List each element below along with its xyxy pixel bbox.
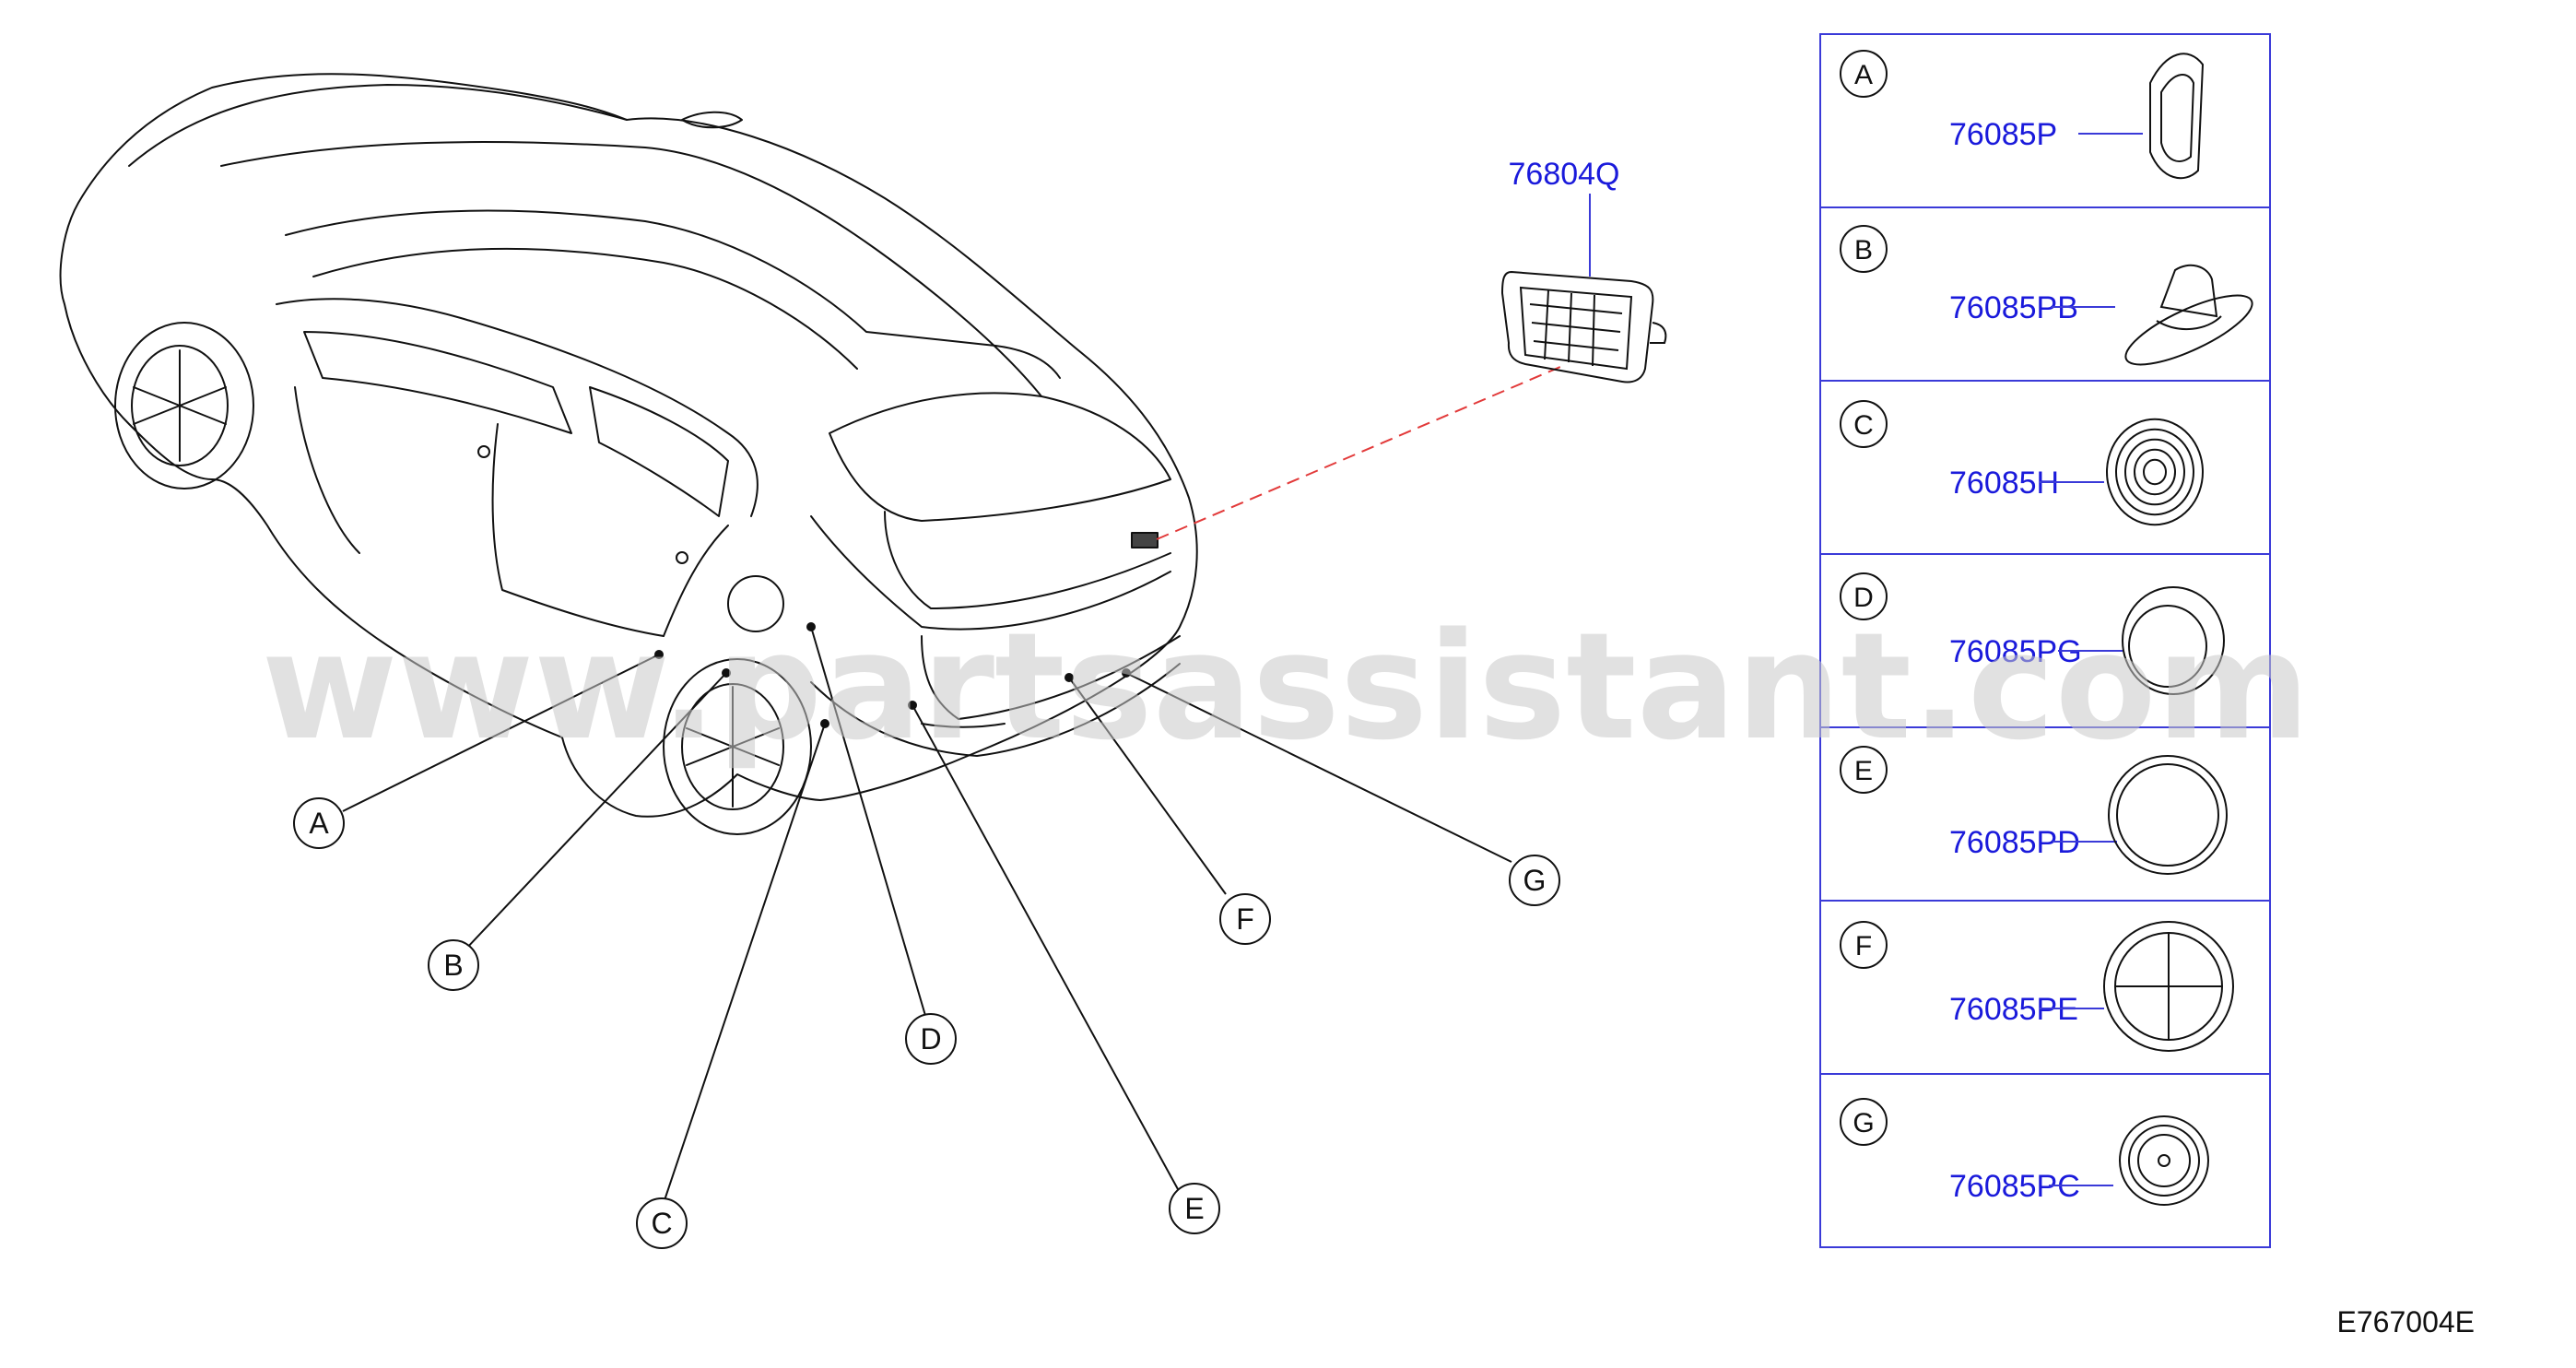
legend-letter-circle xyxy=(1840,50,1888,98)
callout-letter: B xyxy=(443,949,463,982)
callout-f[interactable]: F xyxy=(1219,893,1271,945)
callout-letter: C xyxy=(651,1207,672,1240)
diagram-code: E767004E xyxy=(2337,1305,2475,1339)
callout-circle xyxy=(293,797,345,849)
main-part-group: 76804Q xyxy=(1156,157,1667,540)
legend-part-number[interactable]: 76085P xyxy=(1949,117,2057,152)
callout-d[interactable]: D xyxy=(905,1013,957,1065)
legend-letter-circle xyxy=(1840,1098,1888,1146)
callout-letter: F xyxy=(1236,902,1254,936)
callout-circle xyxy=(1219,893,1271,945)
callout-b[interactable]: B xyxy=(428,939,479,991)
grommet-side-icon xyxy=(2149,53,2205,180)
legend-border xyxy=(1819,33,2271,1248)
plug-round-icon xyxy=(2122,586,2225,695)
dashed-leader-line xyxy=(1156,363,1568,540)
callout-circle xyxy=(1509,855,1560,906)
legend-row-a: A 76085P xyxy=(1840,50,2205,180)
legend-letter: D xyxy=(1853,583,1874,613)
legend-letter-circle xyxy=(1840,225,1888,273)
callout-letter: G xyxy=(1523,864,1547,897)
plug-double-ring-icon xyxy=(2108,755,2228,875)
grommet-cone-icon xyxy=(2124,264,2253,366)
clip-bracket-icon xyxy=(1500,270,1667,383)
legend-letter: A xyxy=(1854,60,1873,90)
legend-letter: C xyxy=(1853,410,1874,441)
watermark-text: www.partsassistant.com xyxy=(262,600,2311,772)
callout-markers: A B C D E F G xyxy=(293,797,1560,1249)
vehicle-illustration xyxy=(59,73,1198,835)
legend-letter-circle xyxy=(1840,400,1888,448)
callout-e[interactable]: E xyxy=(1169,1183,1220,1234)
callout-a[interactable]: A xyxy=(293,797,345,849)
callout-circle xyxy=(905,1013,957,1065)
callout-letter: E xyxy=(1184,1192,1204,1225)
callout-g[interactable]: G xyxy=(1509,855,1560,906)
callout-letter: D xyxy=(920,1022,941,1055)
plug-cross-icon xyxy=(2103,921,2234,1052)
grommet-multi-ring-icon xyxy=(2106,418,2204,526)
legend-letter-circle xyxy=(1840,572,1888,620)
callout-circle xyxy=(428,939,479,991)
callout-circle xyxy=(636,1197,688,1249)
main-part-number[interactable]: 76804Q xyxy=(1509,157,1620,192)
legend-letter: B xyxy=(1854,235,1873,265)
callout-leaders xyxy=(342,622,1512,1204)
legend-letter: F xyxy=(1855,931,1872,961)
callout-letter: A xyxy=(309,807,329,840)
legend-letter: G xyxy=(1853,1108,1874,1138)
legend-letter-circle xyxy=(1840,921,1888,969)
legend-letter-circle xyxy=(1840,746,1888,794)
callout-c[interactable]: C xyxy=(636,1197,688,1249)
callout-circle xyxy=(1169,1183,1220,1234)
grommet-concentric-icon xyxy=(2119,1115,2209,1206)
legend-letter: E xyxy=(1854,756,1873,786)
